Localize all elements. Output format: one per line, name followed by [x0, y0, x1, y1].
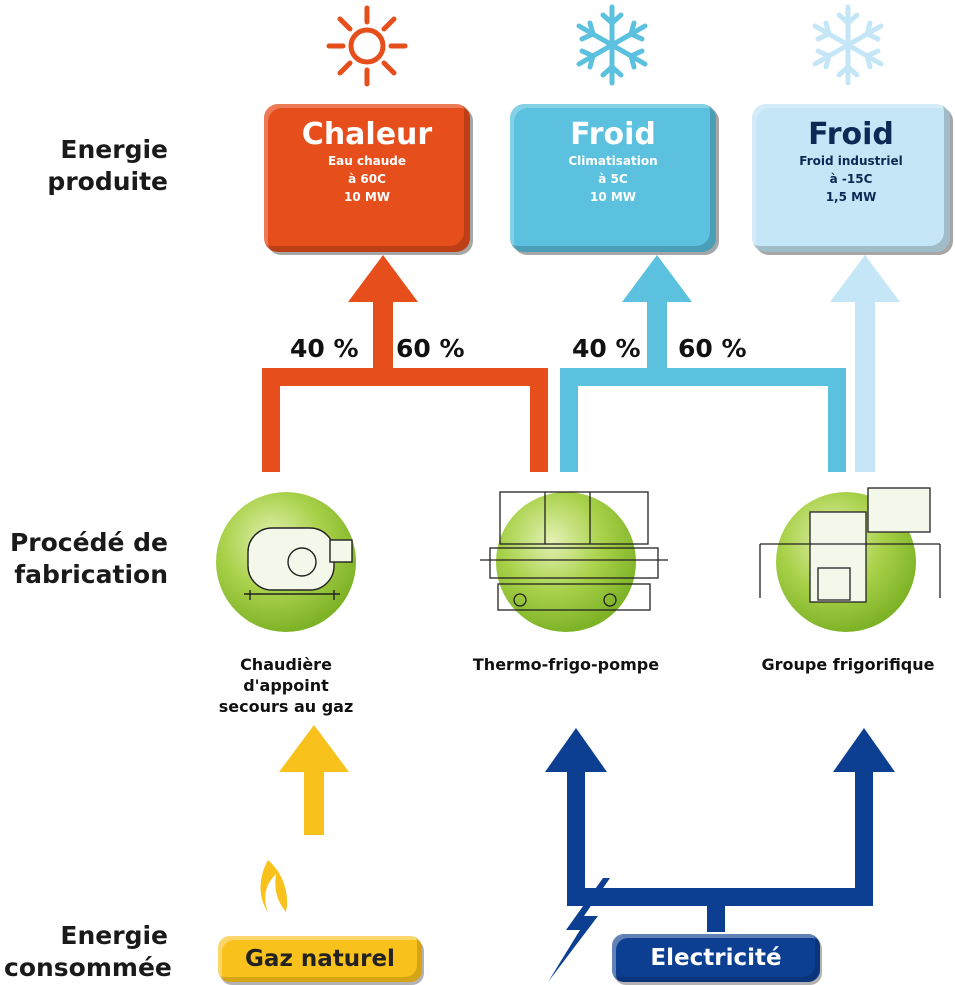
heat-output-title: Chaleur [301, 117, 433, 152]
gas-flow-arrow [279, 725, 349, 835]
process-label-line1: Procédé de [9, 528, 168, 557]
natural-gas-label: Gaz naturel [245, 946, 395, 972]
energy-produced-label-line2: produite [47, 167, 168, 196]
cold-share-chiller-percent: 60 % [678, 334, 747, 363]
industrial-cold-output-line1: Froid industriel [799, 154, 903, 168]
boiler-caption-line1: Chaudière [240, 655, 332, 674]
energy-produced-label: Energie produite [38, 134, 168, 198]
heat-output-line3: 10 MW [343, 190, 391, 204]
chiller-caption: Groupe frigorifique [745, 654, 951, 675]
heat-share-boiler-percent: 40 % [290, 334, 359, 363]
industrial-cold-output-box: Froid Froid industriel à -15C 1,5 MW [752, 104, 950, 252]
snowflake-light-icon [812, 4, 884, 86]
industrial-cold-output-title: Froid [808, 117, 894, 152]
industrial-cold-output-line2: à -15C [829, 172, 873, 186]
heat-pump-caption: Thermo-frigo-pompe [456, 654, 676, 675]
heat-share-heatpump-percent: 60 % [396, 334, 465, 363]
heat-flow-arrow [262, 255, 548, 472]
heat-output-box: Chaleur Eau chaude à 60C 10 MW [264, 104, 470, 252]
lightning-icon [548, 878, 610, 982]
natural-gas-input: Gaz naturel [218, 936, 422, 982]
electric-flow-arrow [545, 728, 895, 932]
cooling-output-line1: Climatisation [568, 154, 658, 168]
cooling-output-title: Froid [570, 117, 656, 152]
energy-consumed-label-line1: Energie [60, 921, 168, 950]
process-label-line2: fabrication [14, 560, 168, 589]
industrial-cold-output-line3: 1,5 MW [825, 190, 877, 204]
chiller-caption-line1: Groupe frigorifique [761, 655, 935, 674]
cooling-output-line2: à 5C [598, 172, 628, 186]
energy-produced-label-line1: Energie [60, 135, 168, 164]
heat-output-line2: à 60C [348, 172, 386, 186]
boiler-icon [216, 492, 356, 632]
boiler-caption-line2: d'appoint [243, 676, 329, 695]
heat-output-line1: Eau chaude [327, 154, 407, 168]
cold-flow-arrow [560, 255, 846, 472]
flame-icon [260, 860, 288, 912]
industrial-cold-flow-arrow [830, 255, 900, 472]
energy-consumed-label: Energie consommée [4, 920, 172, 984]
boiler-caption: Chaudière d'appoint secours au gaz [206, 654, 366, 717]
energy-consumed-label-line2: consommée [4, 953, 172, 982]
electricity-input: Electricité [612, 934, 820, 982]
heat-pump-icon [480, 491, 668, 632]
chiller-icon [759, 487, 941, 632]
cooling-output-line3: 10 MW [589, 190, 637, 204]
boiler-caption-line3: secours au gaz [218, 697, 354, 716]
sun-icon [326, 5, 408, 87]
heat-pump-caption-line1: Thermo-frigo-pompe [472, 655, 660, 674]
process-label: Procédé de fabrication [4, 527, 168, 591]
cooling-output-box: Froid Climatisation à 5C 10 MW [510, 104, 716, 252]
electricity-label: Electricité [650, 945, 782, 971]
cold-share-heatpump-percent: 40 % [572, 334, 641, 363]
snowflake-icon [576, 4, 648, 86]
